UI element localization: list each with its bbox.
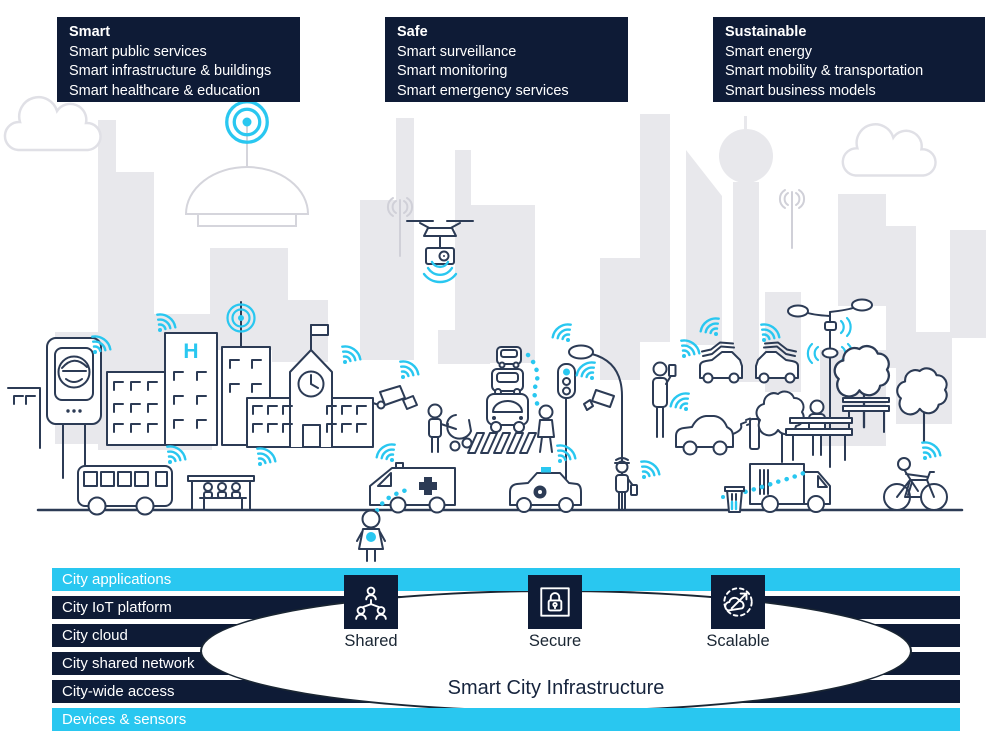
people-network-icon (355, 586, 387, 620)
police-officer (614, 457, 661, 511)
info-box-title: Sustainable (725, 24, 807, 40)
layer-label: City-wide access (62, 683, 175, 700)
pillar-label-shared: Shared (344, 632, 398, 650)
selfie-person (652, 339, 701, 438)
smart-lamp-post (787, 298, 873, 468)
stack-layer-city-applications: City applications (52, 568, 960, 591)
info-box-item: Smart healthcare & education (69, 82, 261, 99)
drone-icon (406, 220, 474, 284)
pillar-scalable (711, 575, 765, 629)
hospital: H (106, 313, 218, 446)
info-box-safe: Safe Smart surveillance Smart monitoring… (385, 17, 628, 102)
school (246, 324, 374, 448)
info-box-item: Smart monitoring (397, 63, 508, 79)
layer-label: City cloud (62, 627, 128, 644)
patient (356, 509, 386, 562)
traffic-queue (486, 346, 546, 433)
waste-truck (734, 463, 831, 513)
infrastructure-title: Smart City Infrastructure (447, 677, 665, 699)
pillar-shared (344, 575, 398, 629)
lamp-sensor (821, 347, 839, 359)
dome-tower (184, 120, 310, 227)
padlock-icon (540, 587, 570, 617)
info-box-item: Smart public services (69, 43, 207, 60)
cloud-scale-icon (723, 587, 753, 617)
siren-light (541, 467, 551, 473)
info-box-item: Smart mobility & transportation (725, 63, 924, 79)
trash-bin (721, 486, 745, 513)
bench-with-person (785, 399, 853, 461)
waste-data-trail (734, 469, 809, 497)
info-box-item: Smart business models (725, 82, 876, 99)
info-box-title: Smart (69, 24, 111, 40)
radio-beacon-icon (225, 100, 269, 144)
medical-cross-icon (419, 477, 437, 495)
ev-charging-car (669, 392, 760, 456)
bus-stop (187, 447, 277, 511)
skyline-antenna-icon (778, 189, 806, 249)
pillar-secure (528, 575, 582, 629)
hospital-h-sign: H (183, 340, 198, 363)
health-data-trail (370, 487, 410, 521)
stroller-person (427, 403, 473, 453)
stack-layer-devices-sensors: Devices & sensors (52, 708, 960, 731)
radio-beacon-icon (226, 303, 256, 333)
smart-kiosk (7, 335, 112, 479)
crosswalk (467, 432, 537, 454)
info-box-item: Smart emergency services (397, 82, 569, 99)
ambulance (369, 443, 456, 521)
pillar-label-secure: Secure (528, 632, 582, 650)
street-lamp (551, 323, 623, 511)
pedestrian (537, 404, 555, 453)
health-sensor-dot (366, 532, 376, 542)
lamp-sensor (824, 321, 837, 331)
charging-post (749, 418, 760, 450)
data-trail (525, 352, 546, 415)
surveillance-camera-icon (372, 360, 420, 410)
info-box-sustainable: Sustainable Smart energy Smart mobility … (713, 17, 985, 102)
layer-label: City shared network (62, 655, 195, 672)
info-box-item: Smart infrastructure & buildings (69, 63, 272, 79)
police-car (509, 444, 582, 513)
bus (77, 445, 187, 516)
info-box-title: Safe (397, 24, 428, 40)
cyclist (883, 441, 948, 511)
layer-label: City IoT platform (62, 599, 172, 616)
layer-label: Devices & sensors (62, 711, 187, 728)
cloud-left (3, 95, 102, 152)
cloud-right (841, 123, 937, 177)
info-box-item: Smart energy (725, 43, 813, 60)
layer-label: City applications (62, 571, 172, 588)
info-box-item: Smart surveillance (397, 43, 517, 60)
pillar-label-scalable: Scalable (706, 632, 770, 650)
info-box-smart: Smart Smart public services Smart infras… (57, 17, 300, 102)
